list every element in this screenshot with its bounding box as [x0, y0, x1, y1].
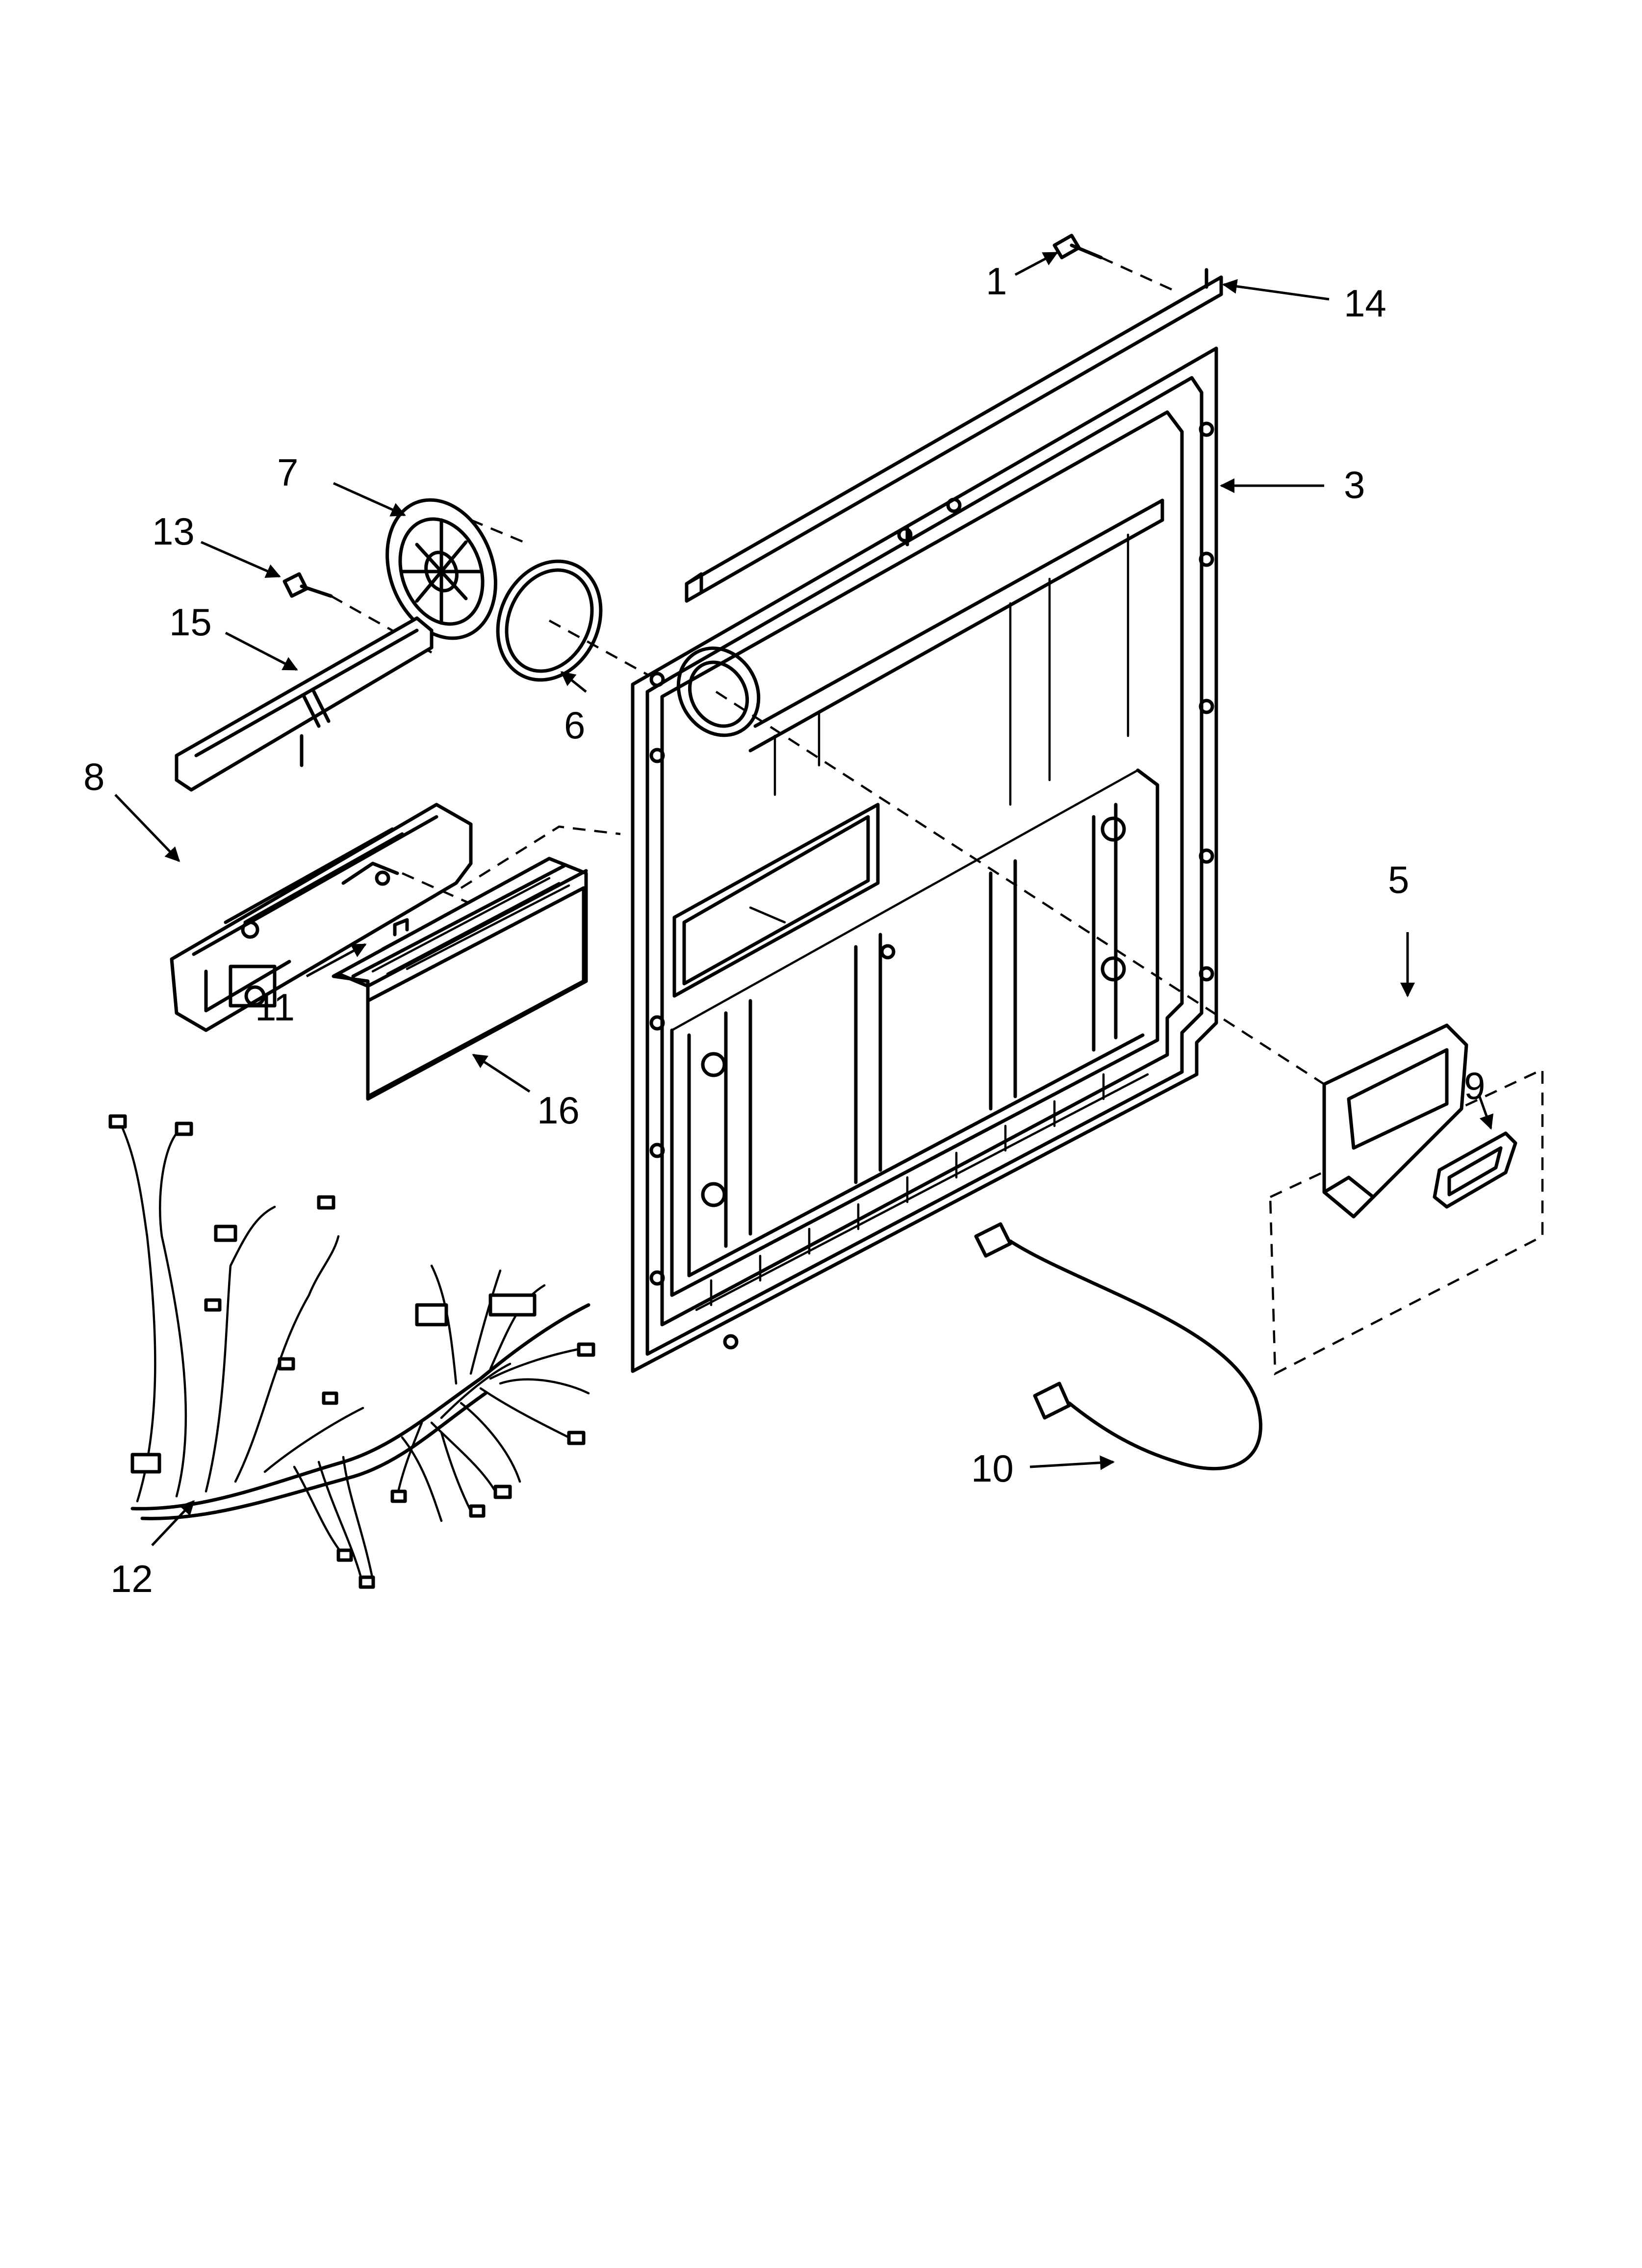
callout-13: 13: [152, 510, 195, 553]
inner-door-panel: [631, 346, 1218, 1373]
callout-14: 14: [1344, 282, 1386, 325]
dispenser-bracket: [175, 616, 434, 792]
top-trim-strip: [685, 268, 1223, 603]
callout-11: 11: [255, 986, 295, 1029]
callout-10: 10: [971, 1447, 1014, 1490]
leader-arrows: [114, 251, 1494, 1546]
callout-15: 15: [169, 600, 212, 644]
callout-9: 9: [1464, 1064, 1485, 1107]
vent-seal: [1433, 1131, 1517, 1209]
callout-16: 16: [537, 1089, 580, 1132]
gasket-ring: [496, 559, 648, 682]
callout-1: 1: [986, 260, 1007, 303]
screw-1: [1052, 234, 1178, 293]
callout-7: 7: [277, 451, 298, 494]
cable: [974, 1222, 1262, 1470]
callout-6: 6: [564, 704, 585, 747]
callout-3: 3: [1344, 463, 1365, 506]
vent-fan: [385, 498, 530, 640]
insulation-pad: [332, 857, 588, 1101]
vent-housing: [715, 691, 1544, 1376]
callout-labels: 1 3 5 6 7 8 9 10 11 12 13 14 15 16: [83, 260, 1485, 1600]
callout-12: 12: [110, 1557, 153, 1600]
wire-harness: [108, 1114, 595, 1589]
detergent-dispenser: [170, 803, 621, 1032]
callout-5: 5: [1388, 858, 1409, 901]
callout-8: 8: [83, 755, 104, 798]
